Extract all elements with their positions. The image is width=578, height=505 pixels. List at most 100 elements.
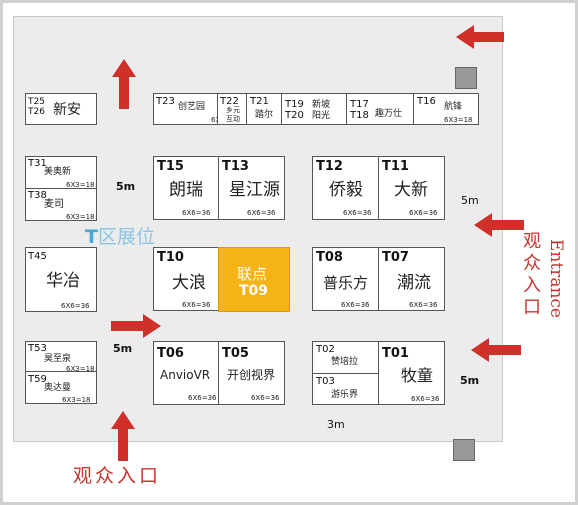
booth-t38[interactable]: T38 麦司 6X3=18 xyxy=(25,188,97,221)
booth-t09-code: T09 xyxy=(239,283,269,299)
booth-t12[interactable]: T12 侨毅 6X6=36 xyxy=(312,156,379,220)
entrance-cn-right-label: 观众入口 xyxy=(523,231,541,318)
arrow-left-top-icon xyxy=(456,25,504,49)
booth-t10-name: 大浪 xyxy=(172,273,206,293)
zone-title-letter: T xyxy=(85,226,98,248)
booth-t12-code: T12 xyxy=(316,159,343,174)
booth-t59-size: 6X3=18 xyxy=(62,396,91,404)
booth-t13[interactable]: T13 星江源 6X6=36 xyxy=(218,156,285,220)
booth-t31-name: 美奥新 xyxy=(44,167,72,177)
booth-t59-name: 奥达曼 xyxy=(44,383,72,393)
booth-t26-code: T26 xyxy=(28,107,45,117)
booth-t05[interactable]: T05 开创视界 6X6=36 xyxy=(218,341,285,405)
entrance-en-label: Entrance xyxy=(546,239,566,318)
distance-3m: 3m xyxy=(327,418,345,431)
booth-t03[interactable]: T03 游乐界 xyxy=(312,373,379,405)
booth-t45-code: T45 xyxy=(28,251,47,262)
booth-t19-name2: 阳光 xyxy=(312,111,331,121)
booth-t15-code: T15 xyxy=(157,159,184,174)
distance-5m-right: 5m xyxy=(461,194,479,207)
booth-t15[interactable]: T15 朗瑞 6X6=36 xyxy=(153,156,219,220)
booth-t21-name: 踏尔 xyxy=(255,110,274,120)
booth-t11-size: 6X6=36 xyxy=(409,209,438,217)
booth-t09-highlight[interactable]: 联点 T09 xyxy=(218,247,290,312)
booth-t07-name: 潮流 xyxy=(397,273,431,293)
booth-t01[interactable]: T01 牧童 6X6=36 xyxy=(378,341,445,405)
booth-t16[interactable]: T16 航锋 6X3=18 xyxy=(413,93,479,125)
booth-t23-code: T23 xyxy=(156,96,175,107)
booth-t05-size: 6X6=36 xyxy=(251,394,280,402)
booth-t07-code: T07 xyxy=(382,250,409,265)
arrow-right-middle-icon xyxy=(111,314,161,338)
booth-t01-name: 牧童 xyxy=(401,366,434,385)
booth-t59[interactable]: T59 奥达曼 6X3=18 xyxy=(25,371,97,404)
booth-t07[interactable]: T07 潮流 6X6=36 xyxy=(378,247,445,311)
booth-t06-code: T06 xyxy=(157,346,184,361)
booth-t06-name: AnvioVR xyxy=(160,368,211,382)
booth-t16-size: 6X3=18 xyxy=(444,116,473,124)
booth-t11-code: T11 xyxy=(382,159,409,174)
booth-t13-name: 星江源 xyxy=(229,180,280,200)
booth-t17[interactable]: T17 T18 趣万仕 xyxy=(346,93,414,125)
arrow-left-entrance-2-icon xyxy=(471,338,521,362)
booth-t02-code: T02 xyxy=(316,344,335,355)
booth-t12-name: 侨毅 xyxy=(329,180,363,200)
booth-t18-code: T18 xyxy=(350,110,369,121)
booth-t08-size: 6X6=36 xyxy=(341,301,370,309)
booth-t45-size: 6X6=36 xyxy=(61,302,90,310)
booth-t22-code: T22 xyxy=(220,96,239,107)
booth-t31[interactable]: T31 美奥新 6X3=18 xyxy=(25,156,97,189)
booth-t20-code: T20 xyxy=(285,110,304,121)
booth-t11-name: 大新 xyxy=(394,180,428,200)
booth-t31-size: 6X3=18 xyxy=(66,181,95,189)
booth-t10[interactable]: T10 大浪 6X6=36 xyxy=(153,247,219,311)
booth-t25-code: T25 xyxy=(28,97,45,107)
booth-t23-name: 创艺园 xyxy=(178,102,206,112)
booth-t01-size: 6X6=36 xyxy=(411,395,440,403)
booth-t22-name2: 互动 xyxy=(226,115,240,123)
booth-t06-size: 6X6=36 xyxy=(188,394,217,402)
booth-t10-code: T10 xyxy=(157,250,184,265)
zone-title: T区展位 xyxy=(85,222,155,249)
booth-t08[interactable]: T08 普乐方 6X6=36 xyxy=(312,247,379,311)
booth-t22[interactable]: T22 乡元 互动 xyxy=(217,93,247,125)
booth-t38-size: 6X3=18 xyxy=(66,213,95,221)
booth-t53-size: 6X3=18 xyxy=(66,365,95,373)
booth-t16-name: 航锋 xyxy=(444,102,463,112)
arrow-left-entrance-1-icon xyxy=(474,213,524,237)
booth-t11[interactable]: T11 大新 6X6=36 xyxy=(378,156,445,220)
booth-t38-code: T38 xyxy=(28,190,47,201)
booth-t53[interactable]: T53 昊至泉 6X3=18 xyxy=(25,341,97,373)
booth-t19-code: T19 xyxy=(285,99,304,110)
booth-t02[interactable]: T02 赞培拉 xyxy=(312,341,379,374)
arrow-up-top-left-icon xyxy=(112,59,136,109)
zone-title-text: 区展位 xyxy=(97,226,155,248)
booth-t08-name: 普乐方 xyxy=(323,274,369,292)
booth-t53-name: 昊至泉 xyxy=(44,354,72,364)
booth-t02-name: 赞培拉 xyxy=(331,357,359,367)
booth-t59-code: T59 xyxy=(28,374,47,385)
booth-t05-code: T05 xyxy=(222,346,249,361)
pillar-bottom-right xyxy=(453,439,475,461)
booth-t31-code: T31 xyxy=(28,158,47,169)
booth-t03-code: T03 xyxy=(316,376,335,387)
booth-t07-size: 6X6=36 xyxy=(409,301,438,309)
booth-t17-name: 趣万仕 xyxy=(375,109,403,119)
booth-t13-code: T13 xyxy=(222,159,249,174)
booth-t01-code: T01 xyxy=(382,346,409,361)
booth-t45[interactable]: T45 华冶 6X6=36 xyxy=(25,247,97,312)
booth-t06[interactable]: T06 AnvioVR 6X6=36 xyxy=(153,341,219,405)
booth-t53-code: T53 xyxy=(28,343,47,354)
booth-t45-name: 华冶 xyxy=(46,271,80,291)
distance-5m-bottom-right: 5m xyxy=(460,374,480,387)
booth-t25-name: 新安 xyxy=(53,102,81,118)
booth-t21-code: T21 xyxy=(250,96,269,107)
booth-t19[interactable]: T19 T20 新坡 阳光 xyxy=(281,93,347,125)
pillar-top-right xyxy=(455,67,477,89)
booth-t03-name: 游乐界 xyxy=(331,390,359,400)
booth-t38-name: 麦司 xyxy=(44,199,64,210)
booth-t15-size: 6X6=36 xyxy=(182,209,211,217)
booth-t25[interactable]: T25 T26 新安 xyxy=(25,93,97,125)
booth-t21[interactable]: T21 踏尔 xyxy=(246,93,282,125)
